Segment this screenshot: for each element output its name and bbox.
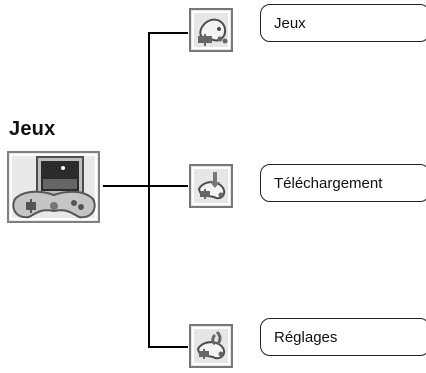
connector-line-bottom <box>148 346 188 348</box>
connector-line-top <box>148 32 188 34</box>
menu-item-telechargement[interactable]: Téléchargement <box>260 164 426 202</box>
gamepad-download-icon[interactable] <box>189 164 233 208</box>
connector-line-middle <box>148 185 188 187</box>
gamepad-settings-icon[interactable] <box>189 324 233 368</box>
menu-item-label: Jeux <box>274 14 306 32</box>
connector-line-trunk-horizontal <box>103 185 149 187</box>
menu-item-label: Réglages <box>274 328 338 346</box>
menu-item-jeux[interactable]: Jeux <box>260 4 426 42</box>
menu-item-reglages[interactable]: Réglages <box>260 318 426 356</box>
game-console-icon <box>7 151 100 223</box>
menu-item-label: Téléchargement <box>274 174 383 192</box>
gamepad-palette-icon[interactable] <box>189 8 233 52</box>
connector-line-spine <box>148 32 150 347</box>
root-title: Jeux <box>9 118 56 140</box>
